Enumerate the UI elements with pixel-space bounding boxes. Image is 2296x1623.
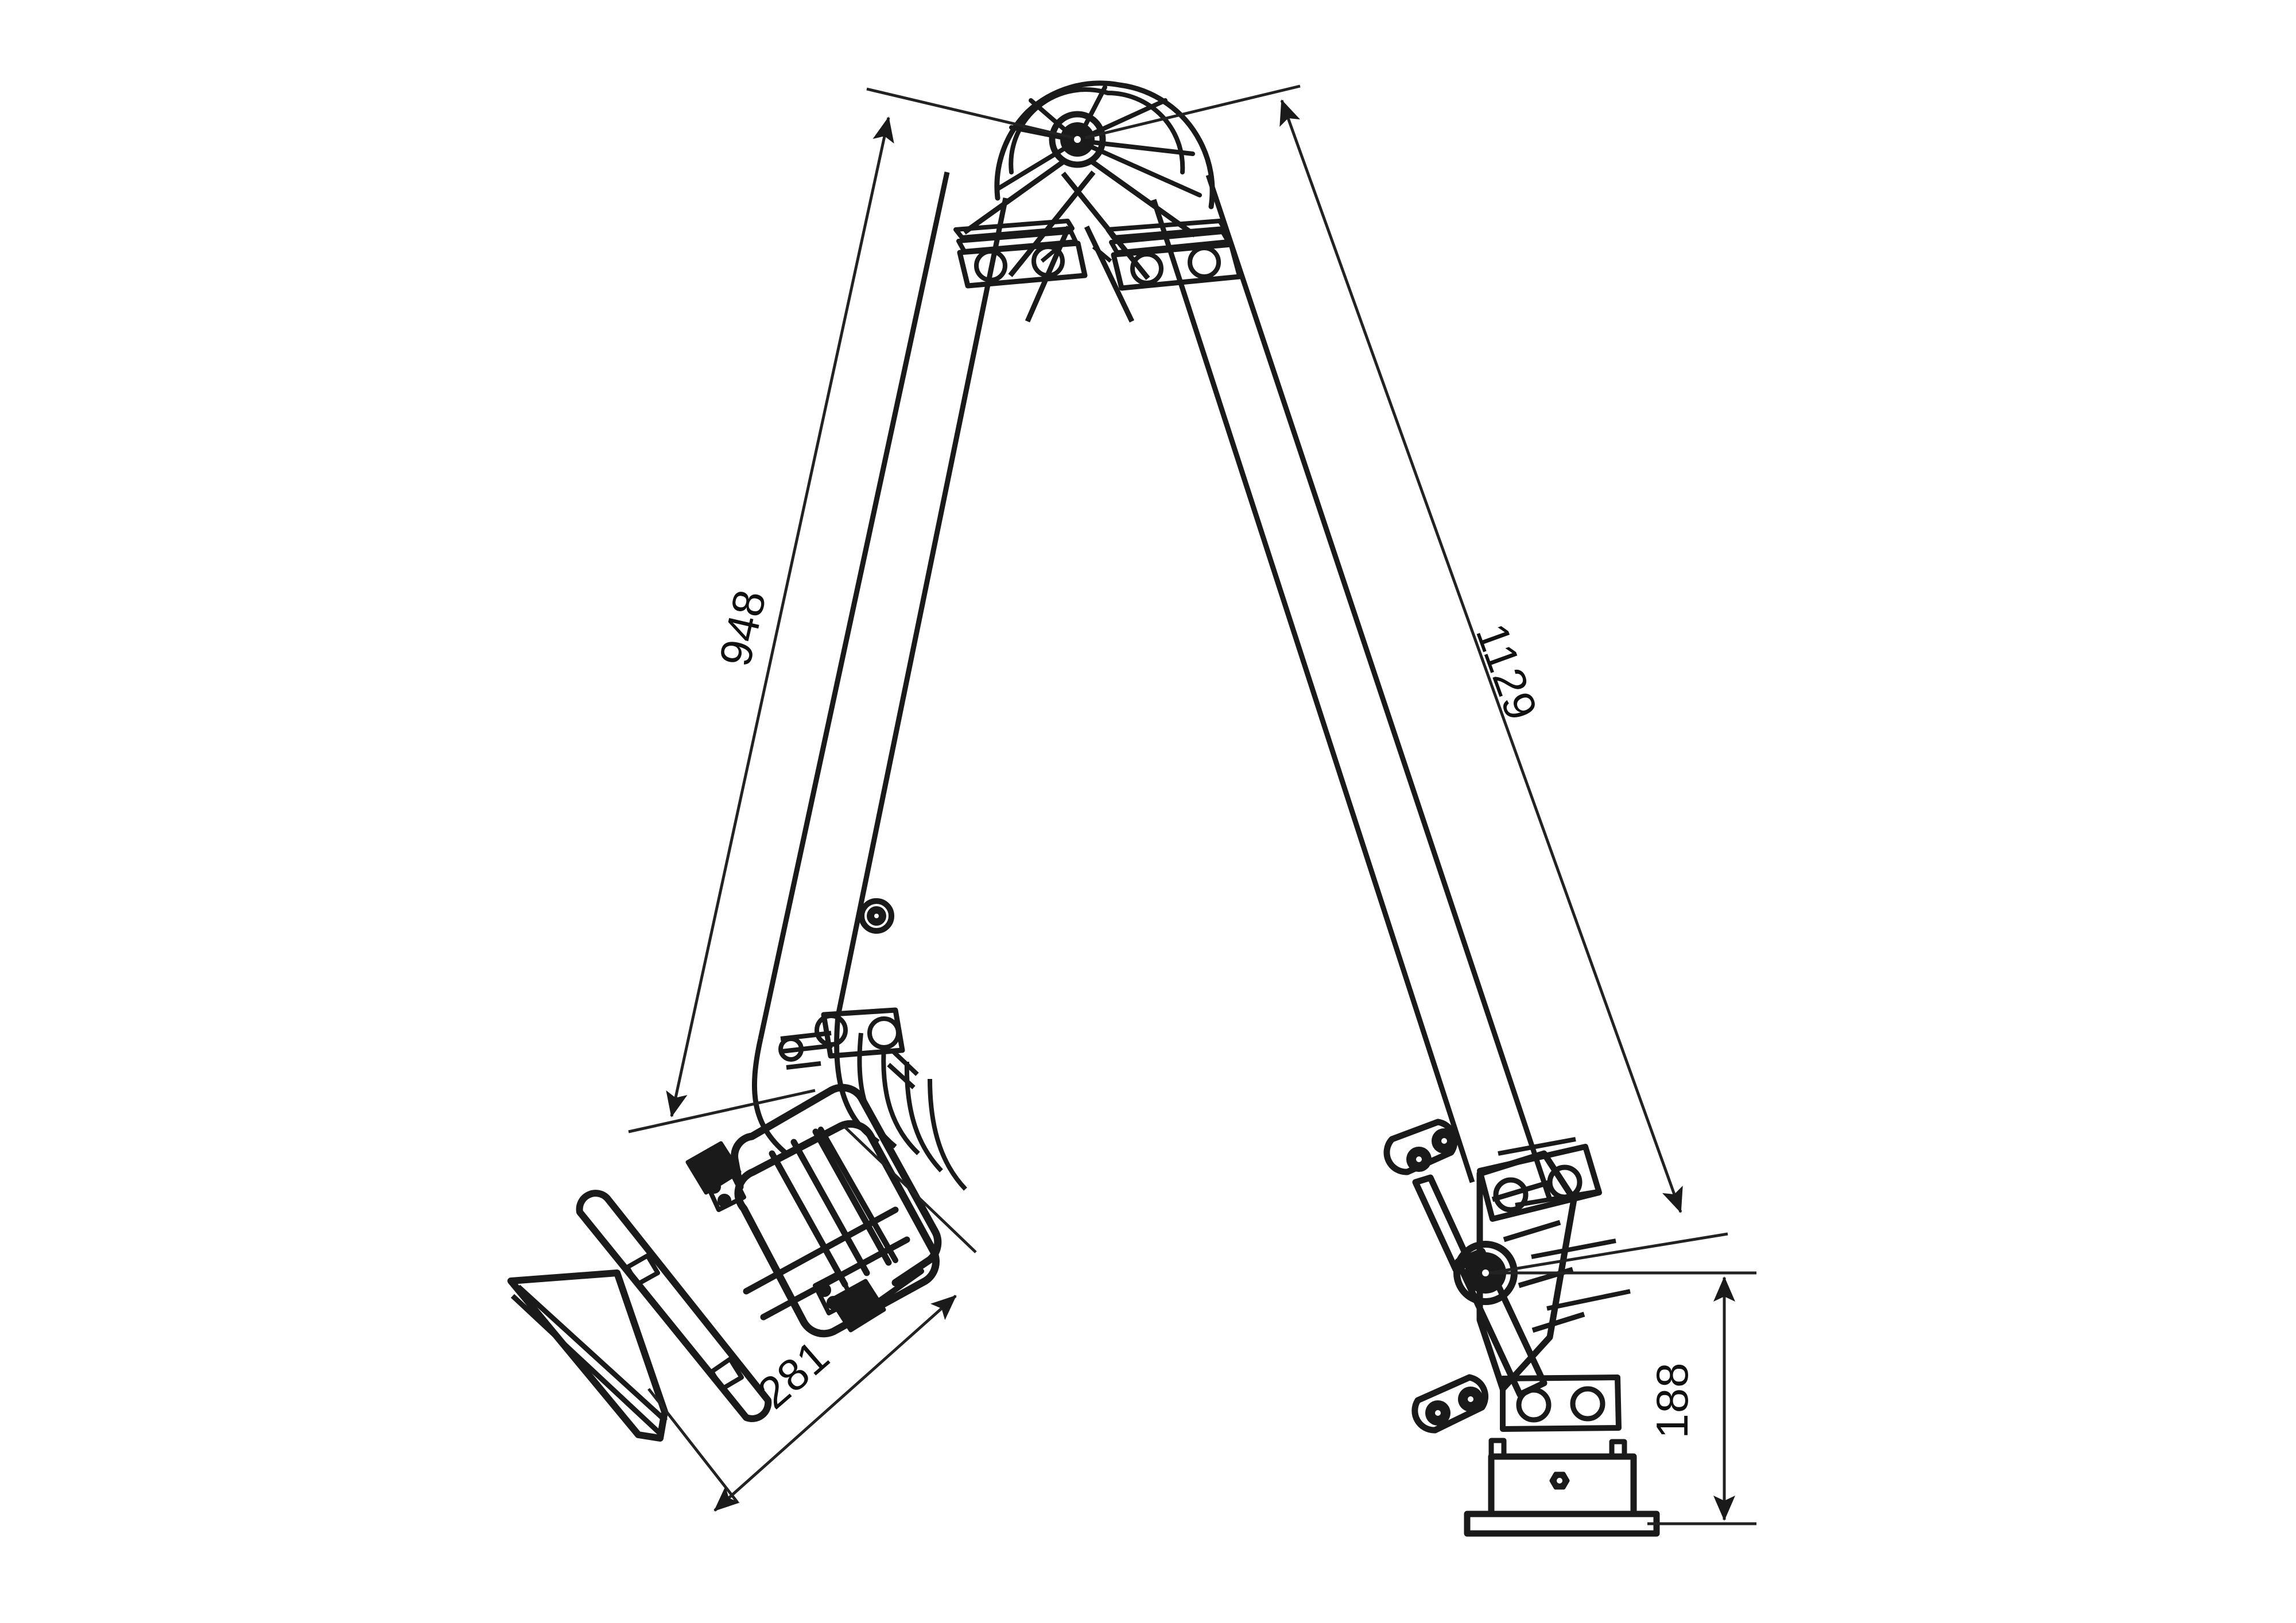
- dim-1129-line: [1279, 99, 1683, 1213]
- dim-281-ext-line-a: [843, 1125, 977, 1253]
- dimension-188: 188: [1492, 1271, 1756, 1525]
- base-lower-bracket: [1500, 1374, 1622, 1432]
- end-effector-plate: [507, 1269, 668, 1442]
- dimension-188-value: 188: [1647, 1362, 1697, 1438]
- dim-948-line: [666, 117, 894, 1117]
- left-bracket-plate: [953, 219, 1088, 289]
- top-pivot-pin: [1049, 111, 1106, 168]
- dimension-948: 948: [628, 87, 1074, 1133]
- dim-948-ext-line-top: [866, 87, 1074, 139]
- dim-281-line: [713, 1295, 957, 1512]
- dim-1129-ext-line-bottom: [1489, 1232, 1728, 1275]
- right-bracket-plate: [1106, 219, 1243, 291]
- dim-1129-ext-line-top: [1084, 84, 1301, 139]
